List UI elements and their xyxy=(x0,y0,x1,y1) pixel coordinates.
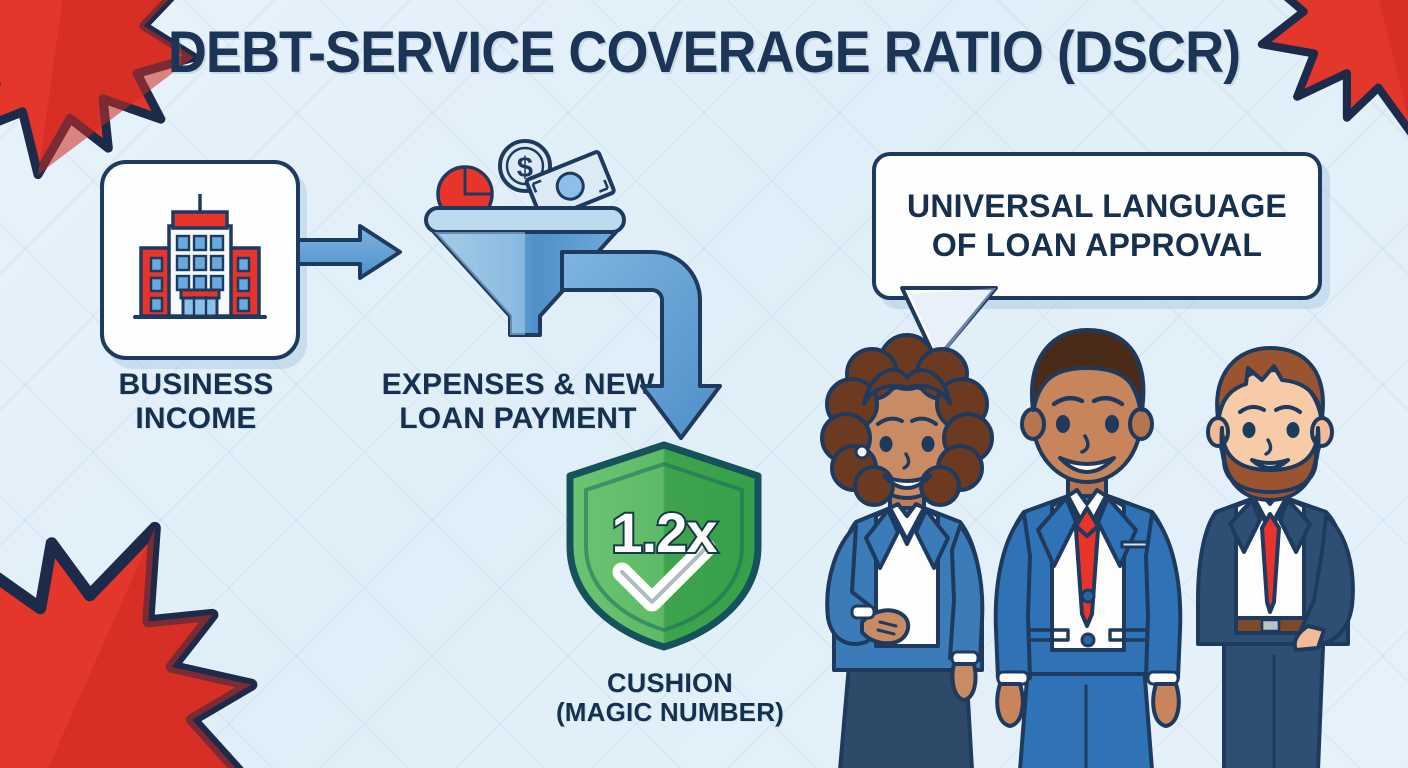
speech-bubble: UNIVERSAL LANGUAGE OF LOAN APPROVAL xyxy=(872,152,1322,300)
bubble-line2: OF LOAN APPROVAL xyxy=(931,227,1263,263)
income-caption-line2: INCOME xyxy=(135,401,257,435)
speech-bubble-text: UNIVERSAL LANGUAGE OF LOAN APPROVAL xyxy=(889,187,1305,265)
bubble-line1: UNIVERSAL LANGUAGE xyxy=(907,187,1287,224)
businessman-center-red-tie xyxy=(993,328,1183,768)
page-title: DEBT-SERVICE COVERAGE RATIO (DSCR) xyxy=(167,20,1241,85)
people-group xyxy=(820,328,1355,768)
funnel-caption-line1: EXPENSES & NEW xyxy=(381,368,655,401)
dollar-coin-icon: $ xyxy=(498,139,552,193)
cushion-caption-line1: CUSHION xyxy=(607,668,733,698)
funnel-caption-line2: LOAN PAYMENT xyxy=(399,401,637,435)
funnel-caption: EXPENSES & NEW LOAN PAYMENT xyxy=(368,368,668,435)
businessman-bearded-right xyxy=(1196,346,1355,768)
svg-text:$: $ xyxy=(517,152,533,184)
business-income-caption: BUSINESS INCOME xyxy=(60,368,332,435)
maple-leaf-icon xyxy=(0,521,258,768)
businesswoman-curly-hair xyxy=(820,333,994,768)
speech-bubble-tail xyxy=(900,286,998,362)
business-income-card xyxy=(100,160,300,360)
income-caption-line1: BUSINESS xyxy=(118,368,274,401)
office-building-icon xyxy=(133,194,267,319)
cushion-caption: CUSHION (MAGIC NUMBER) xyxy=(520,668,820,727)
shield-ratio-value: 1.2x xyxy=(610,499,720,566)
arrow-curve-down-icon xyxy=(560,250,722,440)
shield-check-icon xyxy=(566,441,762,651)
cushion-caption-line2: (MAGIC NUMBER) xyxy=(555,697,785,728)
arrow-right-icon xyxy=(296,224,402,280)
